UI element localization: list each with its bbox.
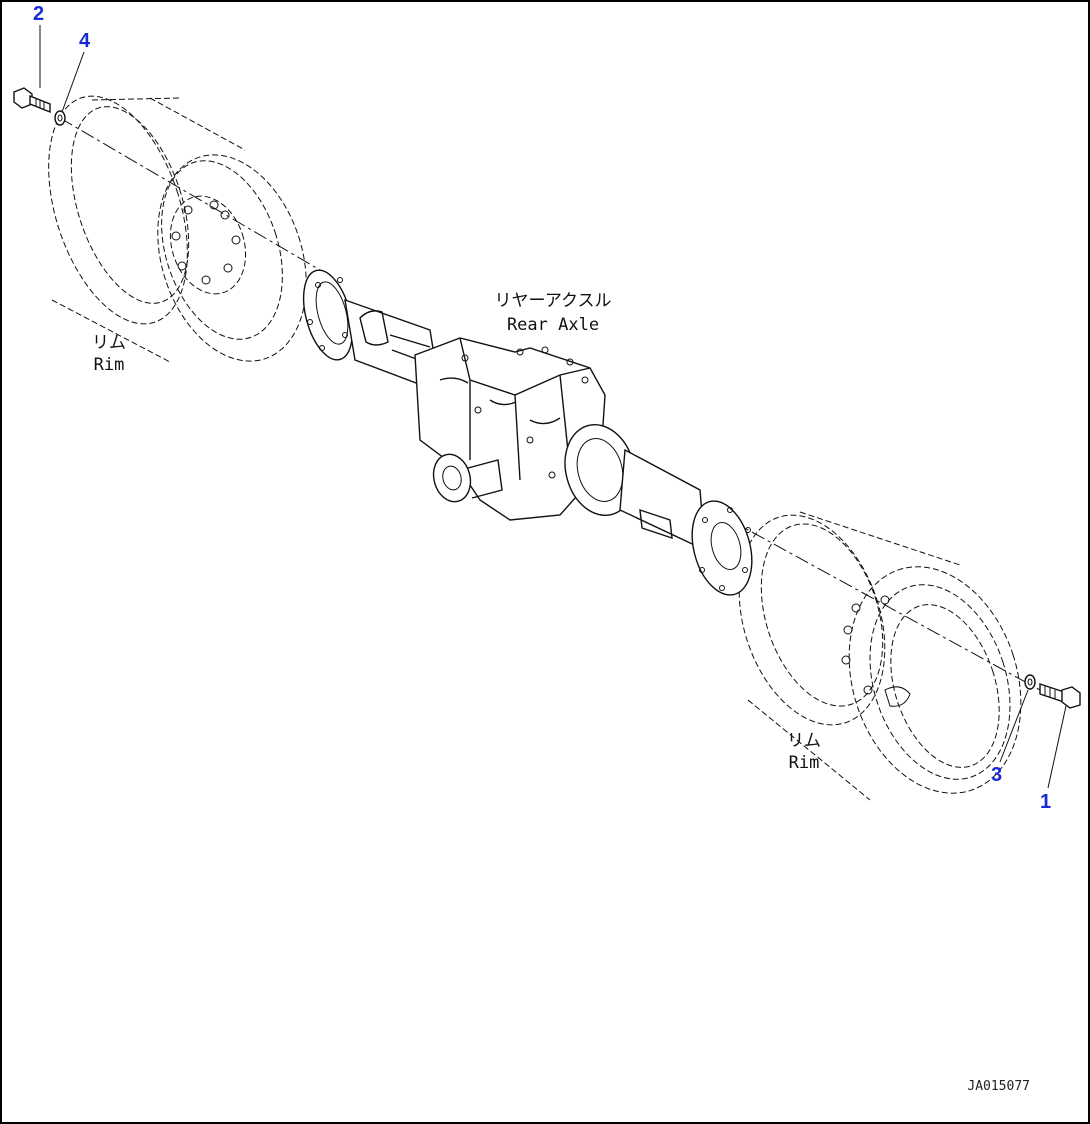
washer-right-part-3 — [1024, 674, 1036, 690]
label-rim-left-en: Rim — [94, 355, 125, 375]
label-rim-left-jp: リム — [92, 333, 126, 353]
callout-1[interactable]: 1 — [1040, 791, 1051, 813]
label-rim-right-en: Rim — [789, 753, 820, 773]
right-rim — [738, 511, 1022, 801]
label-axle-jp: リヤーアクスル — [495, 291, 612, 311]
centerline-left — [59, 117, 321, 271]
leader-line-3 — [999, 689, 1029, 763]
bolt-left-part-2 — [13, 87, 51, 114]
callout-2[interactable]: 2 — [33, 3, 44, 25]
rear-axle — [302, 269, 753, 596]
callout-4[interactable]: 4 — [79, 30, 91, 52]
callout-3[interactable]: 3 — [991, 764, 1002, 786]
bolt-right-part-1 — [1039, 683, 1081, 709]
left-rim — [48, 95, 307, 363]
washer-left-part-4 — [54, 110, 66, 126]
drawing-id: JA015077 — [967, 1079, 1030, 1094]
label-rim-right-jp: リム — [787, 731, 821, 751]
label-axle-en: Rear Axle — [507, 315, 599, 335]
leader-line-1 — [1047, 705, 1067, 789]
leader-line-4 — [61, 51, 85, 113]
